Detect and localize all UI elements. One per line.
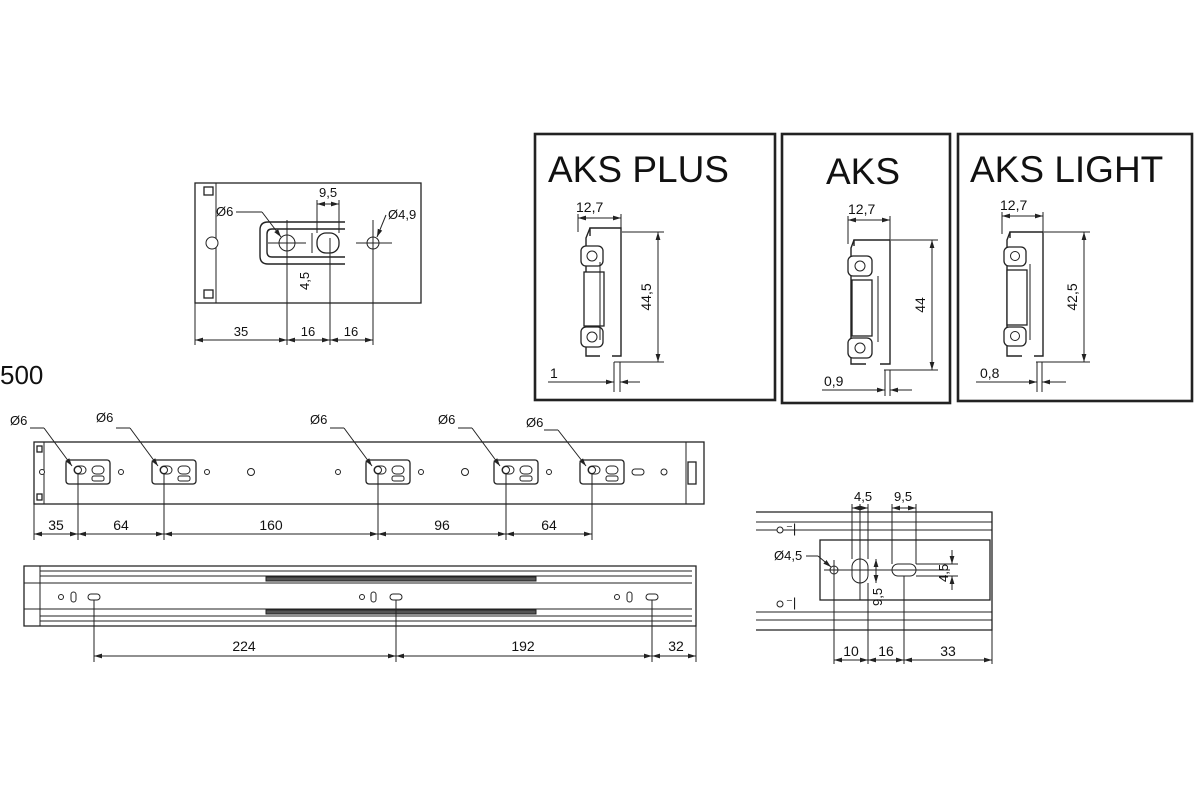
- rail-top-dim-3: 96: [434, 517, 450, 533]
- rail-top-dim-4: 64: [541, 517, 557, 533]
- rail-bottom-view: 224 192 32: [23, 565, 697, 662]
- dim-width-aks-light: 12,7: [1000, 197, 1027, 213]
- rail-top-hole-label-0: Ø6: [10, 413, 27, 428]
- detail-bottom-dim-1: 16: [878, 643, 894, 659]
- dim-height-aks-plus: 44,5: [638, 283, 654, 310]
- rail-bottom-dim-2: 32: [668, 638, 684, 654]
- rail-bottom-dim-0: 224: [232, 638, 256, 654]
- rail-slot-group: [579, 459, 625, 485]
- rail-top-hole-label-1: Ø6: [96, 410, 113, 425]
- rail-top-view: Ø6 Ø6 Ø6 Ø6 Ø6 35 64 160 96 64: [10, 410, 705, 540]
- bracket-dim-top: 9,5: [319, 185, 337, 200]
- detail-marker-top: ⁻|: [786, 521, 796, 536]
- rail-profile-aks-light: [1003, 231, 1044, 357]
- profile-panel-aks-light: AKS LIGHT 12,7 42,5 0,8: [956, 132, 1194, 403]
- rail-top-hole-label-4: Ø6: [526, 415, 543, 430]
- dim-thickness-aks-plus: 1: [550, 365, 558, 381]
- rail-slot-group: [365, 459, 411, 485]
- panel-title-aks: AKS: [826, 151, 900, 192]
- ball-cage-upper: [265, 576, 537, 615]
- dim-thickness-aks-light: 0,8: [980, 365, 1000, 381]
- panel-title-aks-plus: AKS PLUS: [548, 149, 729, 190]
- rail-top-dim-2: 160: [259, 517, 283, 533]
- bracket-dim-1: 16: [301, 324, 315, 339]
- panel-title-aks-light: AKS LIGHT: [970, 149, 1163, 190]
- bracket-dim-vert: 4,5: [297, 272, 312, 290]
- dim-height-aks-light: 42,5: [1064, 283, 1080, 310]
- rail-top-hole-label-3: Ø6: [438, 412, 455, 427]
- bracket-hole-small-label: Ø4,9: [388, 207, 416, 222]
- mounting-bracket-view: 35 16 16 9,5 4,5 Ø6 Ø4,9: [194, 182, 422, 345]
- dim-width-aks-plus: 12,7: [576, 199, 603, 215]
- bracket-dim-0: 35: [234, 324, 248, 339]
- rail-top-dim-0: 35: [48, 517, 64, 533]
- detail-top-dim-0: 4,5: [854, 489, 872, 504]
- rail-end-detail: ⁻| ⁻| 4,5 9,5 9,5 4,5 Ø4,5: [756, 489, 993, 664]
- detail-vert-dim-0: 9,5: [870, 588, 885, 606]
- slide-length-label: 500: [0, 360, 43, 390]
- dim-width-aks: 12,7: [848, 201, 875, 217]
- rail-top-hole-label-2: Ø6: [310, 412, 327, 427]
- bracket-hole-big-label: Ø6: [216, 204, 233, 219]
- profile-panel-aks: AKS 12,7 44 0,9: [780, 132, 952, 405]
- rail-profile-aks: [847, 239, 891, 365]
- detail-marker-bottom: ⁻|: [786, 595, 796, 610]
- detail-vert-dim-1: 4,5: [936, 564, 951, 582]
- rail-slot-group: [493, 459, 539, 485]
- detail-hole-label: Ø4,5: [774, 548, 802, 563]
- rail-bottom-dim-1: 192: [511, 638, 535, 654]
- dim-thickness-aks: 0,9: [824, 373, 844, 389]
- rail-top-dim-1: 64: [113, 517, 129, 533]
- detail-bottom-dim-0: 10: [843, 643, 859, 659]
- rail-profile-aks-plus: [580, 227, 622, 357]
- profile-panel-aks-plus: AKS PLUS 12,7 44,5 1: [533, 132, 777, 402]
- detail-bottom-dim-2: 33: [940, 643, 956, 659]
- detail-top-dim-1: 9,5: [894, 489, 912, 504]
- dim-height-aks: 44: [912, 297, 928, 313]
- bracket-dim-2: 16: [344, 324, 358, 339]
- rail-slot-group: [151, 459, 197, 485]
- rail-slot-group: [65, 459, 111, 485]
